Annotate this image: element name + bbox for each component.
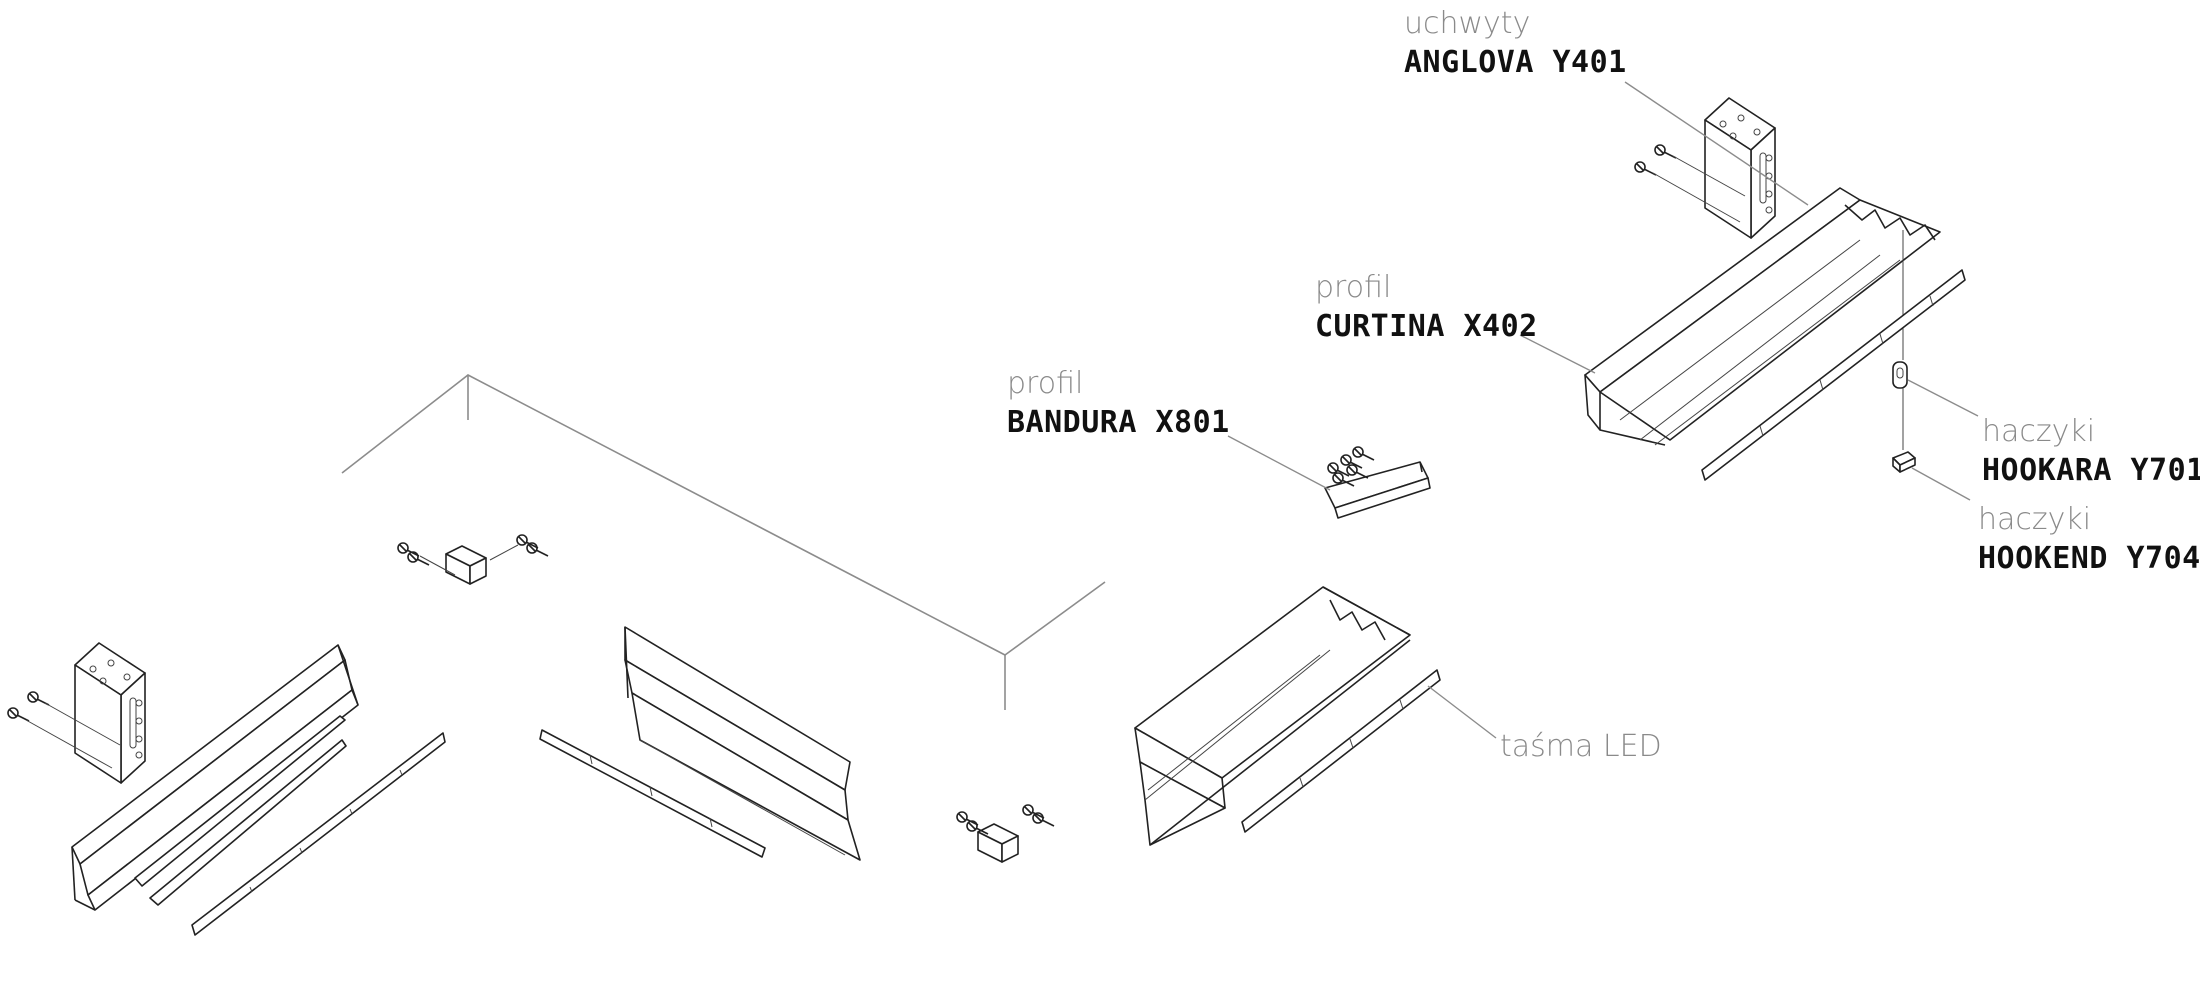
screw-icon — [1352, 446, 1375, 461]
curtina-profile-left — [71, 644, 359, 911]
leader-anglova — [1624, 81, 1809, 206]
callout-bandura: profil BANDURA X801 — [1007, 365, 1230, 443]
callout-category: haczyki — [1978, 502, 2092, 537]
corner-connector-icon — [977, 823, 1019, 863]
led-strip-left — [191, 732, 446, 936]
led-strip-right-middle — [1241, 669, 1441, 833]
screw-icon — [1654, 144, 1677, 159]
leader-lines — [1227, 81, 1979, 739]
corner-clip-top — [397, 534, 549, 585]
leader-hookara — [1907, 379, 1979, 417]
callout-part-name: HOOKEND Y704 — [1978, 541, 2200, 576]
callout-category: profil — [1315, 270, 1392, 305]
callout-anglova: uchwyty ANGLOVA Y401 — [1404, 5, 1627, 83]
screw-icon — [407, 551, 430, 566]
curtina-profile-right-middle — [1134, 586, 1411, 846]
callout-category: haczyki — [1982, 414, 2096, 449]
callout-hookend: haczyki HOOKEND Y704 — [1978, 501, 2200, 579]
corner-clip-bottom — [956, 804, 1055, 863]
top-right-assembly — [1584, 97, 1966, 481]
right-middle-assembly — [1134, 586, 1441, 846]
screw-icon — [1634, 161, 1657, 176]
callout-part-name: HOOKARA Y701 — [1982, 453, 2200, 488]
leader-led — [1427, 685, 1497, 739]
screw-icon — [1346, 464, 1369, 479]
callout-category: profil — [1007, 366, 1084, 401]
hookara-hook-icon — [1892, 361, 1908, 389]
left-assembly — [7, 642, 446, 936]
callout-part-name: ANGLOVA Y401 — [1404, 45, 1627, 80]
led-strip-right — [1701, 269, 1966, 481]
callout-hookara: haczyki HOOKARA Y701 — [1982, 413, 2200, 491]
leader-hookend — [1911, 467, 1971, 501]
callout-curtina: profil CURTINA X402 — [1315, 269, 1538, 347]
room-outline — [341, 374, 1106, 710]
led-strip-middle — [539, 729, 766, 858]
anglova-bracket-right-icon — [1704, 97, 1776, 239]
callout-led: taśma LED — [1500, 728, 1662, 766]
corner-connector-icon — [445, 545, 487, 585]
callout-category: uchwyty — [1404, 6, 1531, 41]
screw-icon — [7, 707, 30, 722]
leader-bandura — [1227, 435, 1331, 491]
callout-part-name: BANDURA X801 — [1007, 405, 1230, 440]
callout-category: taśma LED — [1500, 729, 1662, 764]
anglova-bracket-left-icon — [74, 642, 146, 784]
leader-curtina — [1519, 334, 1596, 374]
hookend-hook-icon — [1892, 451, 1916, 473]
curtina-profile-right — [1584, 187, 1941, 446]
middle-assembly — [539, 626, 861, 861]
callout-part-name: CURTINA X402 — [1315, 309, 1538, 344]
curtina-profile-middle — [624, 626, 861, 861]
bandura-endcap — [1324, 446, 1431, 519]
